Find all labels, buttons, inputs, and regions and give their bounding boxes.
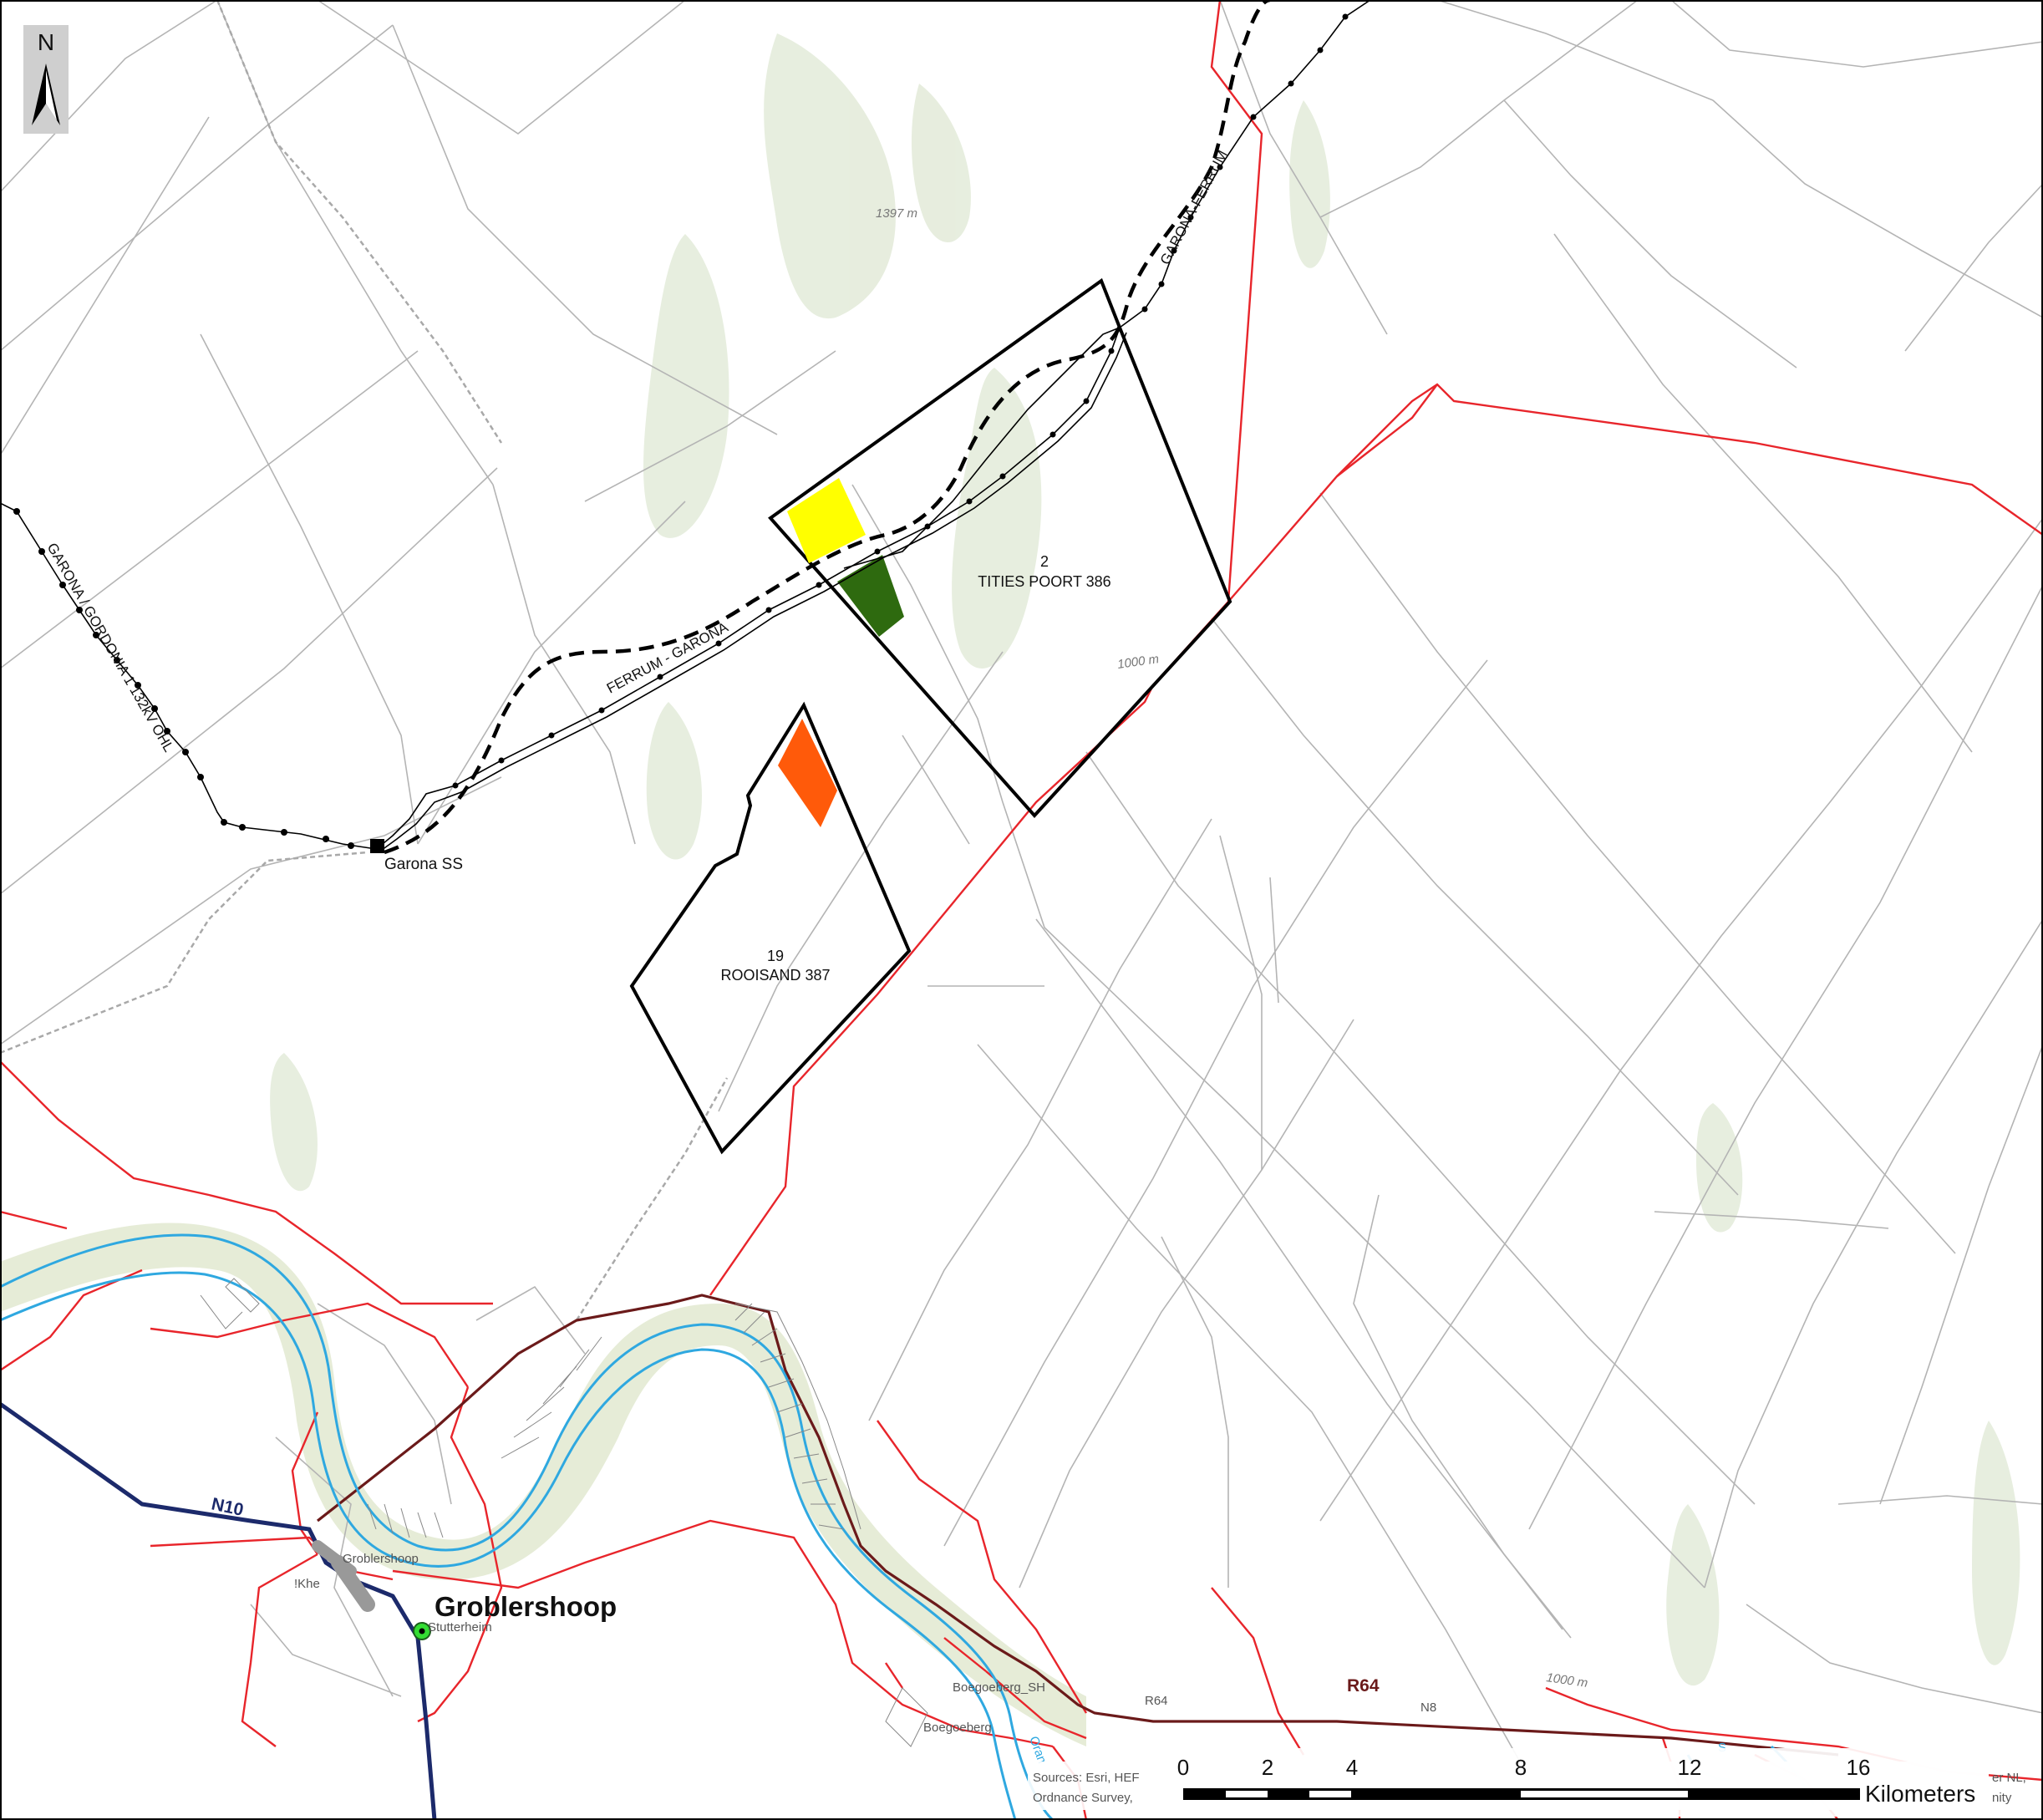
scale-tick-12: 12 (1678, 1755, 1702, 1780)
site-boundary-rooisand[interactable] (629, 701, 912, 1155)
district-boundary-dashed (0, 0, 729, 1321)
road-label-r64-small: R64 (1145, 1694, 1168, 1708)
scale-tick-8: 8 (1515, 1755, 1527, 1780)
scale-tick-0: 0 (1177, 1755, 1189, 1780)
orange-development-area[interactable] (778, 719, 837, 827)
project-site-boundaries (629, 277, 1232, 1155)
road-r64 (317, 1294, 1839, 1756)
road-label-n8: N8 (1420, 1701, 1436, 1715)
town-label-groblershoop[interactable]: Groblershoop (435, 1591, 617, 1622)
farm-number-rooisand: 19 (767, 948, 784, 964)
scale-bar: 0 2 4 8 12 16 Kilometers (1173, 1748, 1989, 1817)
river-label-orange: Oran (1026, 1735, 1049, 1766)
north-arrow: N (23, 25, 69, 134)
farm-number-tities-poort: 2 (1040, 553, 1049, 570)
yellow-development-area[interactable] (787, 478, 866, 563)
elevation-contour-mid: 1000 m (1116, 652, 1160, 672)
attribution-suffix2: nity (1992, 1791, 2012, 1805)
farm-name-tities-poort: TITIES POORT 386 (978, 573, 1110, 590)
proposed-power-line-dashed (384, 0, 1271, 855)
attribution-suffix1: er NL, (1992, 1771, 2026, 1785)
elevation-contour-south: 1000 m (1545, 1670, 1588, 1690)
town-icon-center (419, 1628, 425, 1634)
irrigation-plots (200, 1278, 928, 1747)
place-label-ikheis: !Khe (294, 1577, 320, 1591)
scale-tick-2: 2 (1262, 1755, 1273, 1780)
green-development-area[interactable] (837, 555, 904, 637)
power-line-garona-gordonia (0, 502, 377, 850)
power-line-dots-east (452, 13, 1349, 789)
garona-substation-icon[interactable] (370, 839, 384, 853)
power-line-label-garona-ferrum: GARONA-FERRUM (1157, 148, 1231, 267)
scale-tick-16: 16 (1847, 1755, 1871, 1780)
cadastral-boundaries (0, 0, 2043, 1764)
north-arrow-label: N (38, 29, 54, 55)
river-label-s: S (1718, 1741, 1726, 1755)
place-label-groblershoop-small: Groblershoop (343, 1552, 419, 1566)
place-label-stutterheim: Stutterheim (428, 1620, 492, 1634)
road-n10 (0, 1401, 437, 1820)
scale-unit: Kilometers (1865, 1781, 1975, 1807)
site-boundary-tities-poort[interactable] (768, 277, 1232, 818)
power-line-dots-west (13, 508, 354, 849)
attribution-line1: Sources: Esri, HEF (1033, 1771, 1140, 1785)
power-line-ferrum-garona (378, 0, 1371, 853)
place-label-boegoeberg-sh: Boegoeberg_SH (953, 1680, 1045, 1695)
attribution-line2: Ordnance Survey, (1033, 1791, 1133, 1805)
elevation-peak: 1397 m (876, 206, 917, 221)
terrain-hillshade (270, 33, 2020, 1686)
substation-label: Garona SS (384, 856, 463, 873)
power-line-label-ferrum-garona: FERRUM - GARONA (604, 619, 731, 697)
river-valley (0, 1223, 1086, 1746)
power-line-label-garona-gordonia: GARONA / GORDONIA 1 132kV OHL (44, 541, 177, 755)
place-label-boegoeberg: Boegoeberg (923, 1721, 992, 1735)
scale-tick-4: 4 (1346, 1755, 1358, 1780)
road-label-r64: R64 (1347, 1676, 1380, 1695)
farm-name-rooisand: ROOISAND 387 (720, 967, 830, 984)
